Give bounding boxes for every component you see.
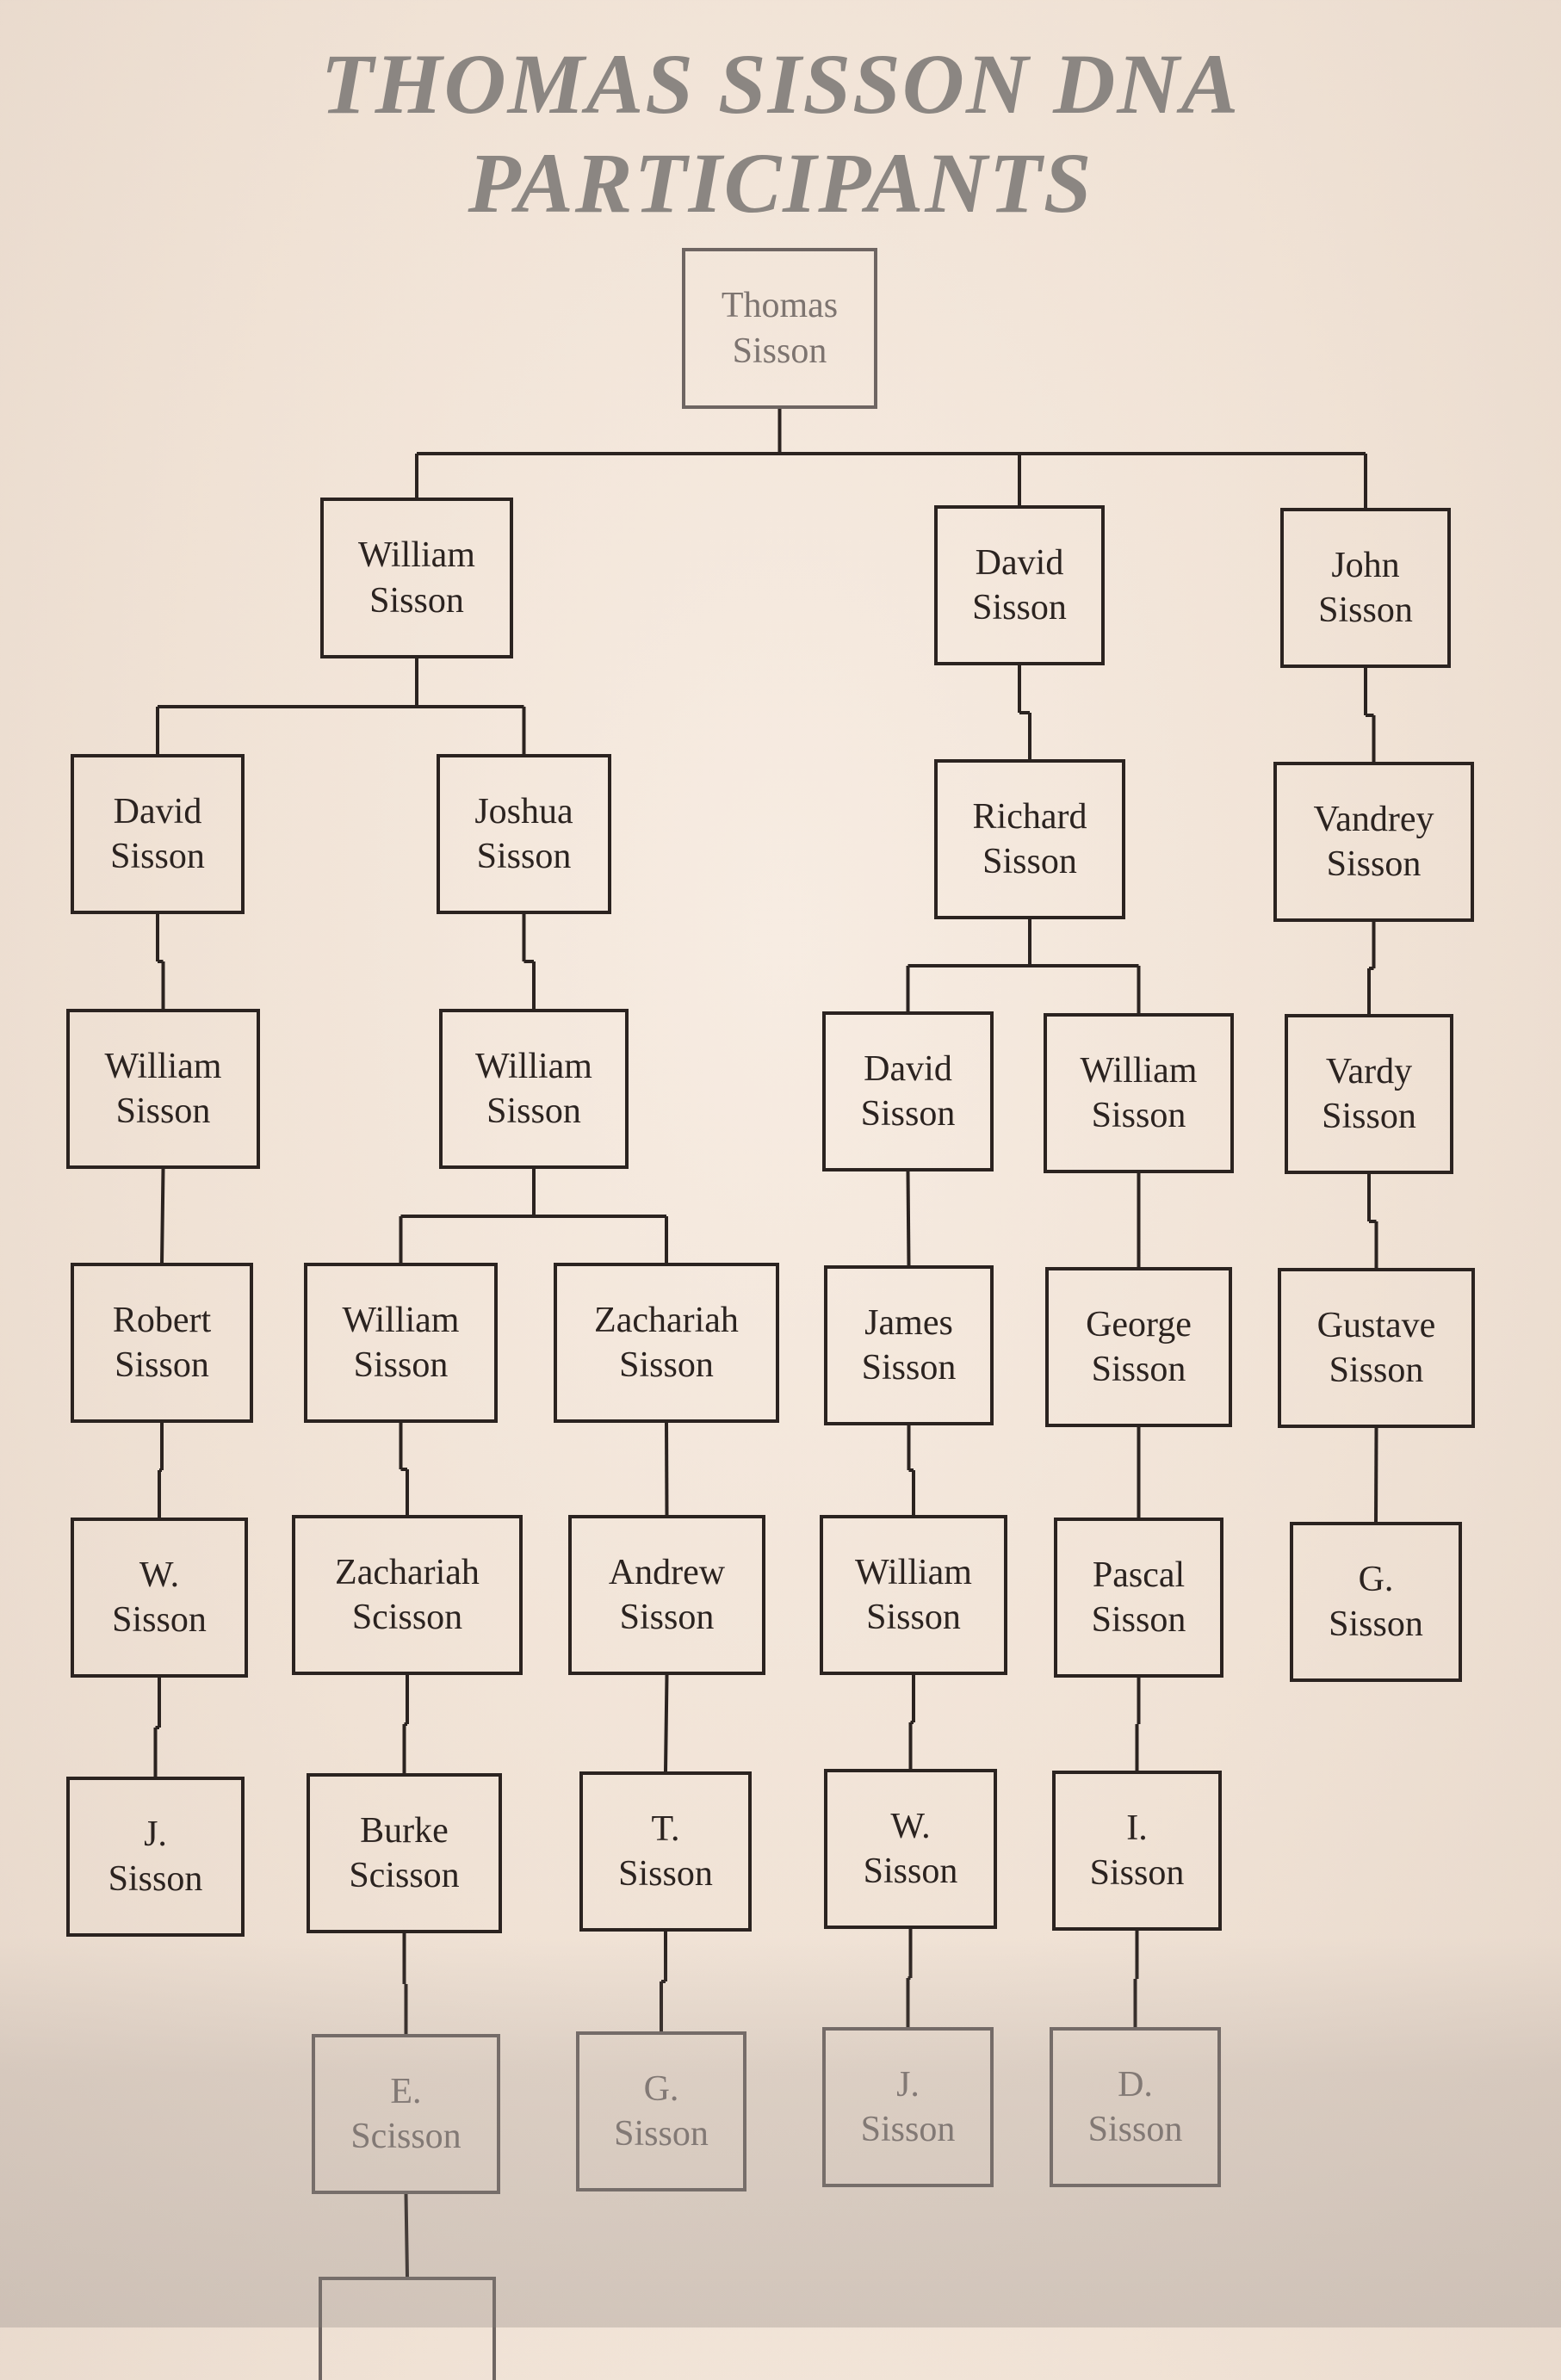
- person-box-thomas: Thomas Sisson: [682, 248, 877, 409]
- person-box-david-b: David Sisson: [71, 754, 245, 914]
- person-box-william-e: William Sisson: [304, 1263, 498, 1423]
- connector-line: [664, 1674, 669, 1772]
- person-box-zachariah-a: Zachariah Sisson: [554, 1263, 779, 1423]
- person-name: James Sisson: [861, 1302, 957, 1388]
- person-name: William Sisson: [475, 1046, 592, 1132]
- person-name: David Sisson: [110, 791, 205, 877]
- person-name: T. Sisson: [618, 1808, 713, 1895]
- person-name: Vardy Sisson: [1322, 1051, 1416, 1137]
- person-name: Burke Scisson: [349, 1810, 460, 1896]
- connector-line: [1374, 1427, 1378, 1523]
- person-box-vardy: Vardy Sisson: [1285, 1014, 1453, 1174]
- person-box-w-a: W. Sisson: [71, 1518, 248, 1678]
- person-name: J. Sisson: [860, 2064, 956, 2150]
- person-box-william-a: William Sisson: [320, 498, 513, 658]
- connector-lines: [153, 409, 1378, 2278]
- person-box-i: I. Sisson: [1052, 1771, 1222, 1931]
- person-name: Thomas Sisson: [721, 286, 839, 371]
- person-box-william-c: William Sisson: [439, 1009, 629, 1169]
- person-name: Vandrey Sisson: [1313, 799, 1434, 885]
- person-box-david-a: David Sisson: [934, 505, 1105, 665]
- person-name: W. Sisson: [112, 1555, 207, 1641]
- person-name: William Sisson: [342, 1300, 460, 1386]
- person-box-g-a: G. Sisson: [1290, 1522, 1462, 1682]
- person-name: William Sisson: [358, 535, 475, 621]
- person-name: John Sisson: [1318, 545, 1413, 631]
- person-box-w-b: W. Sisson: [824, 1769, 997, 1929]
- person-name: G. Sisson: [614, 2068, 709, 2154]
- person-box-t: T. Sisson: [579, 1771, 752, 1932]
- person-box-william-b: William Sisson: [66, 1009, 260, 1169]
- person-box-joshua: Joshua Sisson: [437, 754, 611, 914]
- person-name: Joshua Sisson: [474, 791, 573, 877]
- person-name: David Sisson: [972, 542, 1067, 628]
- person-name: William Sisson: [104, 1046, 222, 1132]
- person-name: George Sisson: [1086, 1304, 1192, 1390]
- person-box-partial: [319, 2277, 496, 2380]
- person-name: David Sisson: [860, 1048, 956, 1134]
- person-box-richard: Richard Sisson: [934, 759, 1125, 919]
- person-box-william-f: William Sisson: [820, 1515, 1007, 1675]
- person-name: Zachariah Scisson: [335, 1552, 480, 1638]
- person-box-vandrey: Vandrey Sisson: [1273, 762, 1474, 922]
- person-name: I. Sisson: [1089, 1808, 1185, 1894]
- person-box-andrew: Andrew Sisson: [568, 1515, 765, 1675]
- connector-line: [665, 1422, 669, 1516]
- person-box-william-d: William Sisson: [1044, 1013, 1234, 1173]
- person-name: Andrew Sisson: [608, 1552, 726, 1638]
- connector-line: [160, 1168, 165, 1264]
- person-name: Robert Sisson: [112, 1300, 212, 1386]
- person-box-d: D. Sisson: [1050, 2027, 1221, 2187]
- person-box-g-b: G. Sisson: [576, 2031, 746, 2191]
- person-box-gustave: Gustave Sisson: [1278, 1268, 1475, 1428]
- connector-line: [906, 1171, 911, 1266]
- person-box-george: George Sisson: [1045, 1267, 1232, 1427]
- person-box-john-a: John Sisson: [1280, 508, 1451, 668]
- person-box-j-b: J. Sisson: [822, 2027, 994, 2187]
- person-box-zachariah-b: Zachariah Scisson: [292, 1515, 523, 1675]
- person-name: W. Sisson: [863, 1806, 958, 1892]
- person-name: Richard Sisson: [972, 796, 1087, 882]
- person-box-burke: Burke Scisson: [307, 1773, 502, 1933]
- person-box-robert: Robert Sisson: [71, 1263, 253, 1423]
- person-box-david-c: David Sisson: [822, 1011, 994, 1171]
- person-box-j-a: J. Sisson: [66, 1777, 245, 1937]
- person-name: Gustave Sisson: [1316, 1305, 1436, 1391]
- person-name: D. Sisson: [1087, 2064, 1183, 2150]
- connector-line: [404, 2193, 409, 2278]
- person-box-james: James Sisson: [824, 1265, 994, 1425]
- person-name: Pascal Sisson: [1091, 1555, 1186, 1641]
- person-name: E. Scisson: [350, 2071, 461, 2157]
- person-name: J. Sisson: [108, 1814, 203, 1900]
- person-name: Zachariah Sisson: [594, 1300, 739, 1386]
- person-name: William Sisson: [1080, 1050, 1198, 1136]
- diagram-title: THOMAS SISSON DNA PARTICIPANTS: [320, 36, 1241, 231]
- person-box-e: E. Scisson: [312, 2034, 500, 2194]
- person-box-pascal: Pascal Sisson: [1054, 1518, 1223, 1678]
- person-name: William Sisson: [855, 1552, 972, 1638]
- person-name: G. Sisson: [1329, 1559, 1423, 1645]
